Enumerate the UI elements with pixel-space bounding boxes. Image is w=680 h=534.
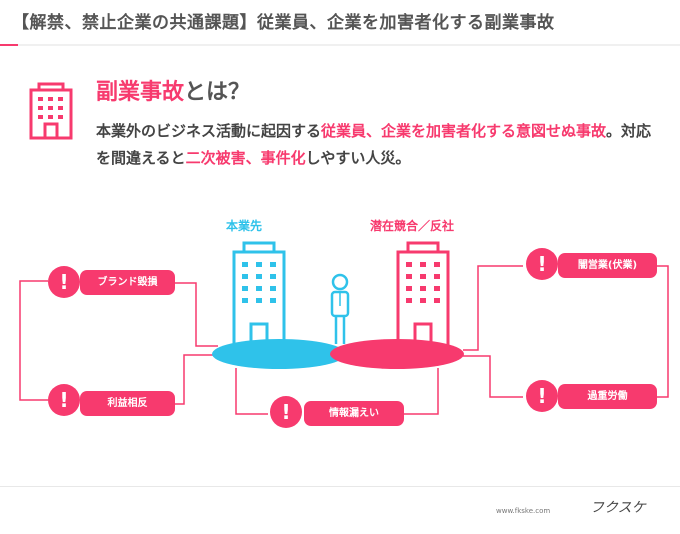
desc-part1: 本業外のビジネス活動に起因する [96, 122, 322, 140]
risk-brand-label: ブランド毀損 [80, 270, 175, 295]
person-icon [330, 273, 350, 344]
desc-part2: 。対応を間違えると [96, 122, 652, 167]
risk-shadow-label: 闇営業(伏業) [558, 253, 657, 278]
title-divider [0, 44, 680, 46]
warning-icon: ! [270, 396, 302, 428]
building-icon [29, 82, 73, 140]
desc-highlight1: 従業員、企業を加害者化する意図せぬ事故 [321, 122, 607, 140]
footer-divider [0, 486, 680, 487]
heading-rest: とは？ [184, 80, 251, 105]
rival-building-icon [396, 241, 450, 350]
logo-text: フクスケ [590, 500, 647, 516]
section-heading: 副業事故とは？ [96, 74, 250, 106]
fukuske-logo: フクスケ [590, 500, 647, 516]
page-title: 【解禁、禁止企業の共通課題】従業員、企業を加害者化する副業事故 [12, 13, 555, 33]
rival-company-label: 潜在競合／反社 [370, 219, 455, 233]
risk-leak-label: 情報漏えい [304, 401, 404, 426]
title-divider-accent [0, 44, 18, 46]
warning-icon: ! [526, 248, 558, 280]
main-building-icon [232, 241, 286, 350]
warning-icon: ! [526, 380, 558, 412]
main-company-label: 本業先 [226, 219, 263, 233]
risk-overwork-label: 過重労働 [558, 384, 657, 409]
risk-conflict-label: 利益相反 [80, 391, 175, 416]
heading-accent: 副業事故 [96, 80, 185, 105]
footer-url: www.fkske.com [496, 507, 551, 515]
description: 本業外のビジネス活動に起因する従業員、企業を加害者化する意図せぬ事故。対応を間違… [96, 118, 656, 172]
warning-icon: ! [48, 384, 80, 416]
desc-highlight2: 二次被害、事件化 [185, 149, 306, 167]
desc-part3: しやすい人災。 [305, 149, 411, 167]
warning-icon: ! [48, 266, 80, 298]
